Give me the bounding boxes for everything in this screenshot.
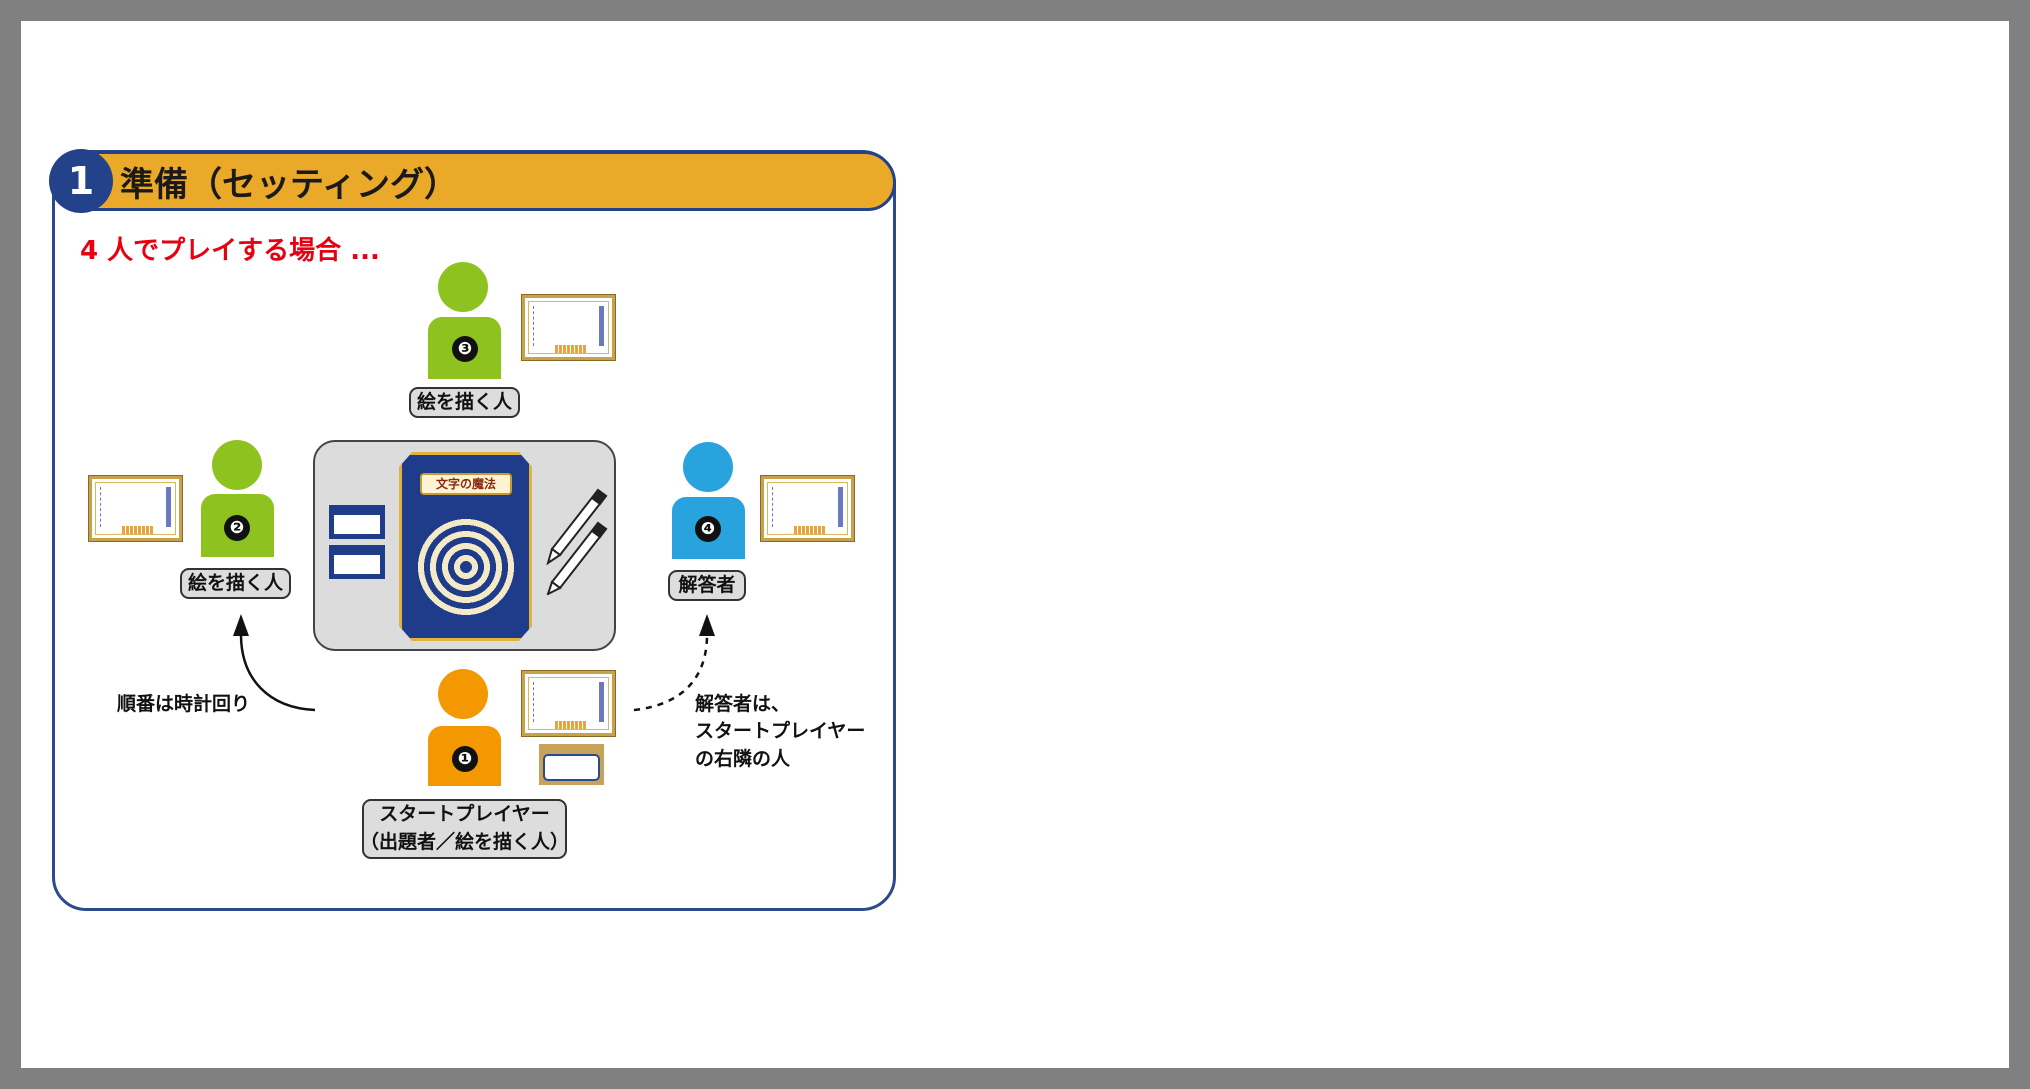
game-poster: 文字の魔法 xyxy=(399,452,532,641)
label-line: 絵を描く人 xyxy=(187,571,283,594)
drawing-sheet xyxy=(521,294,616,361)
answerer-arrow xyxy=(633,631,709,712)
hint-card xyxy=(329,545,385,579)
drawing-sheet xyxy=(88,475,183,542)
answerer-note-line: の右隣の人 xyxy=(695,748,791,770)
player-3-role-label: 絵を描く人 xyxy=(409,387,520,418)
answerer-note-line: 解答者は、 xyxy=(695,693,791,715)
label-line: 解答者 xyxy=(678,573,736,596)
label-line: スタートプレイヤー xyxy=(379,803,550,826)
player-head xyxy=(683,442,733,492)
order-note: 順番は時計回り xyxy=(117,693,251,715)
section-header xyxy=(52,151,896,211)
label-line: （出題者／絵を描く人） xyxy=(360,831,570,853)
player-head xyxy=(212,440,262,490)
section-subtitle: 4 人でプレイする場合 ... xyxy=(80,236,380,266)
player-4-role-label: 解答者 xyxy=(668,570,746,601)
player-number-badge: ❹ xyxy=(695,516,721,542)
question-board xyxy=(539,744,604,785)
arrow-head xyxy=(233,614,249,636)
section-number: 1 xyxy=(49,149,113,213)
arrows xyxy=(233,614,715,712)
hint-card xyxy=(329,505,385,539)
player-number-badge: ❸ xyxy=(452,336,478,362)
player-number-badge: ❷ xyxy=(224,515,250,541)
player-2-role-label: 絵を描く人 xyxy=(180,568,291,599)
clockwise-arrow xyxy=(239,631,316,712)
label-line: 絵を描く人 xyxy=(416,390,512,413)
answerer-note-line: スタートプレイヤー xyxy=(695,720,866,742)
player-head xyxy=(438,669,488,719)
section-title: 準備（セッティング） xyxy=(120,165,458,205)
player-number-badge: ❶ xyxy=(452,746,478,772)
letter-spiral xyxy=(416,517,516,617)
poster-title: 文字の魔法 xyxy=(420,473,512,495)
pens-icon xyxy=(546,488,608,595)
drawing-sheet xyxy=(760,475,855,542)
drawing-sheet xyxy=(521,670,616,737)
arrow-head xyxy=(699,614,715,636)
player-1-role-label: スタートプレイヤー （出題者／絵を描く人） xyxy=(360,799,570,859)
player-head xyxy=(438,262,488,312)
